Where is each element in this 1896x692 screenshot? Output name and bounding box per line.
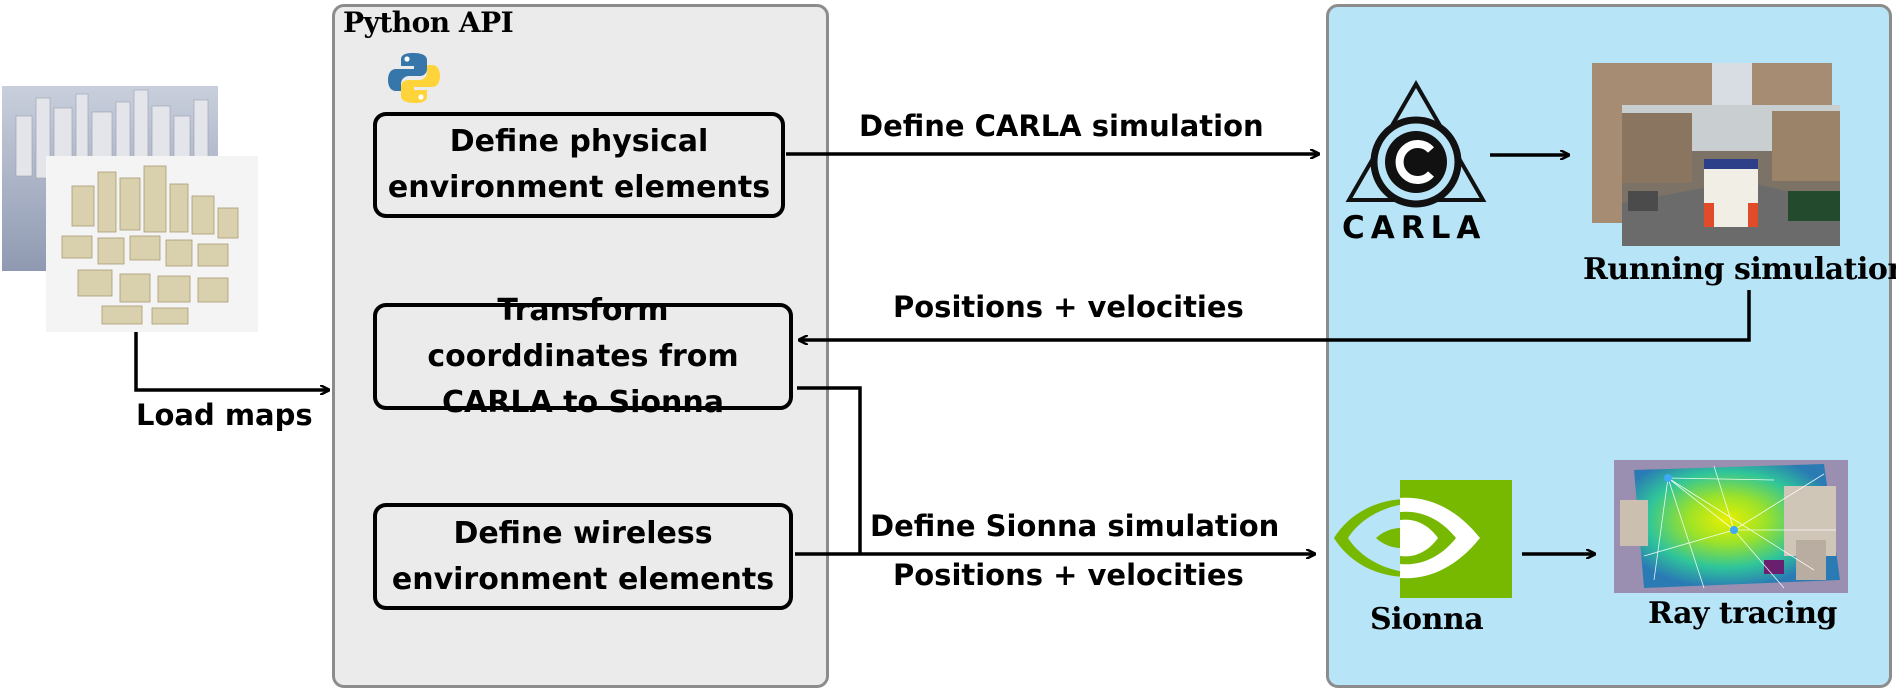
transform-coordinates-box: Transform coorddinates from CARLA to Sio… [373,293,793,420]
ray-tracing-caption: Ray tracing [1648,596,1838,631]
running-simulation-caption: Running simulation [1583,252,1896,287]
positions-feedback-arrow [800,290,1751,340]
python-logo-icon [388,53,440,103]
positions-velocities-top-label: Positions + velocities [893,290,1244,324]
define-sionna-label: Define Sionna simulation [870,509,1280,543]
carla-logo-text: CARLA [1342,210,1487,246]
transform-to-sionna-line [797,386,862,554]
nvidia-eye-logo-icon [1334,480,1512,598]
ray-tracing-heatmap-image [1614,460,1848,593]
define-wireless-elements-box: Define wireless environment elements [373,503,793,610]
driving-simulation-screenshot [1592,63,1840,246]
load-maps-arrow [134,332,328,390]
positions-velocities-bottom-label: Positions + velocities [893,558,1244,592]
define-carla-label: Define CARLA simulation [859,109,1264,143]
sionna-logo-text: Sionna [1370,602,1484,637]
carla-logo-icon [1345,80,1487,208]
city-3d-maps-image [2,86,258,332]
python-api-title: Python API [343,6,514,39]
load-maps-label: Load maps [136,398,313,432]
define-physical-elements-box: Define physical environment elements [373,112,785,218]
